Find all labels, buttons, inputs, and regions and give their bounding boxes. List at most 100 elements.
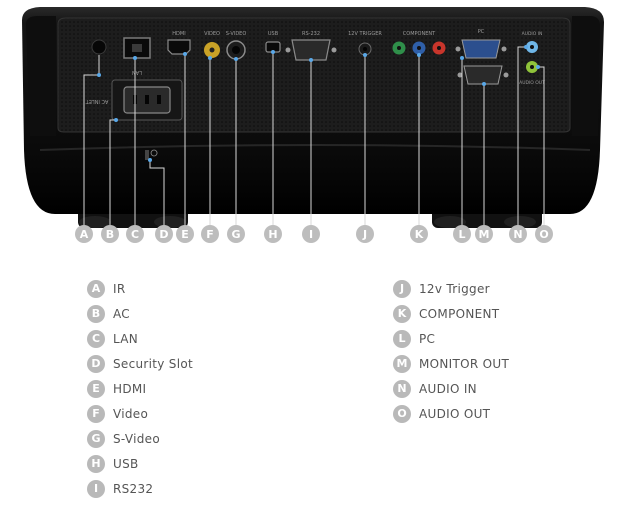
callout-letter-o: O <box>539 228 548 241</box>
callout-badge-f <box>201 225 219 243</box>
legend-left-column: A IR B AC C LAN D Security Slot E HDMI F… <box>87 276 193 501</box>
right-frame <box>572 16 600 136</box>
ac-panel-label: AC INLET <box>85 98 109 104</box>
legend-item-monitor-out: M MONITOR OUT <box>393 351 509 376</box>
rs232-port <box>291 39 331 61</box>
legend-item-usb: H USB <box>87 451 193 476</box>
projector-rear-photo: LAN HDMI VIDEO S-VIDEO USB RS-232 12V TR… <box>22 7 604 243</box>
monitor-out-screw-right <box>503 72 509 78</box>
callout-line-n <box>517 46 526 226</box>
legend-label: COMPONENT <box>419 306 500 321</box>
lan-port-clip <box>132 44 142 52</box>
legend-badge: K <box>393 304 411 323</box>
legend-badge: F <box>87 404 105 423</box>
legend-item-lan: C LAN <box>87 326 193 351</box>
callout-dot-k <box>417 53 421 57</box>
legend-item-security-slot: D Security Slot <box>87 351 193 376</box>
legend-badge: J <box>393 279 411 298</box>
foot-knob-4 <box>504 216 536 228</box>
callout-letter-m: M <box>479 228 490 241</box>
callout-letter-k: K <box>415 228 424 241</box>
legend-badge: B <box>87 304 105 323</box>
foot-knob-2 <box>154 216 186 228</box>
legend-item-s-video: G S-Video <box>87 426 193 451</box>
legend-item-pc: L PC <box>393 326 509 351</box>
security-slot-icon <box>150 149 158 157</box>
video-rca-center <box>209 47 215 53</box>
legend-label: IR <box>113 281 126 296</box>
callout-letter-i: I <box>309 228 313 241</box>
callout-letter-n: N <box>513 228 522 241</box>
ac-pin-2 <box>145 95 149 104</box>
callout-dot-j <box>363 53 367 57</box>
legend-label: S-Video <box>113 431 160 446</box>
callout-letter-a: A <box>80 228 89 241</box>
legend-badge: N <box>393 379 411 398</box>
callout-badge-l <box>453 225 471 243</box>
legend-label: Video <box>113 406 149 421</box>
legend-badge: D <box>87 354 105 373</box>
callout-letter-d: D <box>159 228 168 241</box>
component-pr-center <box>437 46 441 50</box>
legend-label: AUDIO OUT <box>419 406 491 421</box>
pc-vga-screw-right <box>501 46 507 52</box>
callout-line-a <box>83 55 100 226</box>
legend-item-component: K COMPONENT <box>393 301 509 326</box>
left-frame <box>26 16 56 136</box>
rs232-panel-label: RS-232 <box>302 31 320 37</box>
legend-item-ir: A IR <box>87 276 193 301</box>
pc-panel-label: PC <box>478 29 485 35</box>
legend-label: MONITOR OUT <box>419 356 510 371</box>
callout-dot-i <box>309 58 313 62</box>
legend-badge: E <box>87 379 105 398</box>
monitor-out-port <box>463 65 503 85</box>
callout-dot-g <box>234 57 238 61</box>
callout-badge-c <box>126 225 144 243</box>
legend-item-rs232: I RS232 <box>87 476 193 501</box>
audio-out-panel-label: AUDIO OUT <box>519 80 545 86</box>
callout-dot-o <box>536 65 540 69</box>
callout-badge-n <box>509 225 527 243</box>
legend-label: 12v Trigger <box>419 281 490 296</box>
usb-panel-label: USB <box>268 31 279 37</box>
callout-dot-h <box>271 50 275 54</box>
legend-label: LAN <box>113 331 139 346</box>
hdmi-port <box>167 39 191 55</box>
foot-knob-3 <box>434 216 466 228</box>
legend-item-audio-in: N AUDIO IN <box>393 376 509 401</box>
callout-badge-e <box>176 225 194 243</box>
component-pb-center <box>417 46 421 50</box>
callout-line-d <box>149 160 165 226</box>
audio-out-center <box>530 65 534 69</box>
rs232-screw-right <box>331 47 337 53</box>
s-video-center <box>232 46 240 54</box>
callout-badge-d <box>155 225 173 243</box>
ir-sensor <box>91 39 107 55</box>
legend-label: AUDIO IN <box>419 381 477 396</box>
callout-badge-b <box>101 225 119 243</box>
legend-item-ac: B AC <box>87 301 193 326</box>
legend-badge: C <box>87 329 105 348</box>
callout-letter-g: G <box>231 228 240 241</box>
monitor-out-screw-left <box>457 72 463 78</box>
legend-item-12v-trigger: J 12v Trigger <box>393 276 509 301</box>
callout-letter-e: E <box>181 228 189 241</box>
legend-label: PC <box>419 331 436 346</box>
legend-label: USB <box>113 456 139 471</box>
callout-letter-f: F <box>206 228 214 241</box>
audio-in-panel-label: AUDIO IN <box>522 31 543 37</box>
pc-vga-port <box>461 39 501 59</box>
callout-dot-c <box>133 56 137 60</box>
legend-badge: I <box>87 479 105 498</box>
callout-letter-l: L <box>458 228 465 241</box>
legend-badge: L <box>393 329 411 348</box>
legend-item-audio-out: O AUDIO OUT <box>393 401 509 426</box>
rs232-screw-left <box>285 47 291 53</box>
legend-badge: M <box>393 354 411 373</box>
callout-dot-m <box>482 82 486 86</box>
video-panel-label: VIDEO <box>204 31 220 37</box>
callout-dot-d <box>148 158 152 162</box>
callout-endpoints <box>97 45 540 162</box>
legend-badge: A <box>87 279 105 298</box>
